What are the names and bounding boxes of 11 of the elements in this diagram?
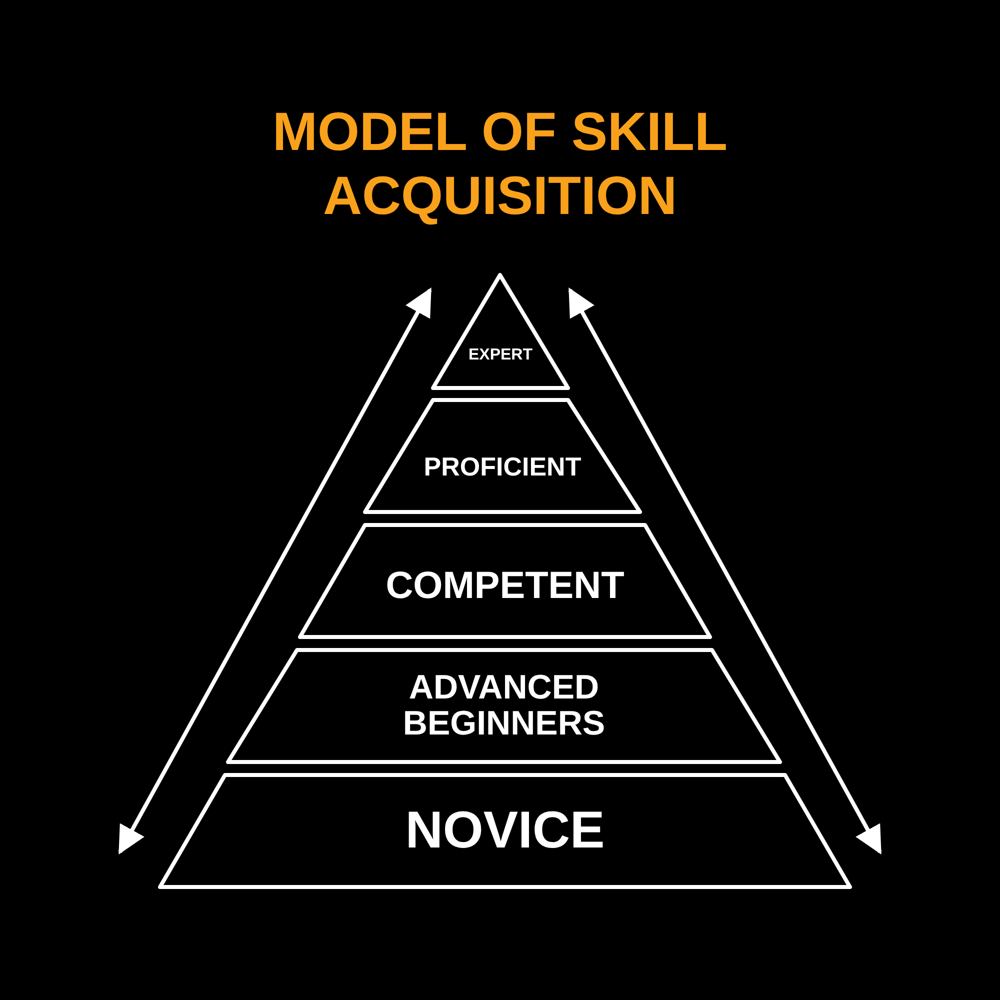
pyramid-tier [300, 525, 710, 637]
tier-label: NOVICE [404, 804, 606, 858]
tier-label: ADVANCED BEGINNERS [402, 670, 606, 742]
pyramid-tier [365, 400, 640, 512]
diagram-title: MODEL OF SKILL ACQUISITION [272, 101, 728, 228]
pyramid-tier [228, 650, 780, 762]
pyramid-top-triangle [433, 275, 568, 388]
tier-label: PROFICIENT [422, 454, 582, 481]
tier-label: EXPERT [467, 348, 534, 365]
pyramid-tier [160, 775, 850, 887]
tier-label: COMPETENT [384, 566, 626, 607]
